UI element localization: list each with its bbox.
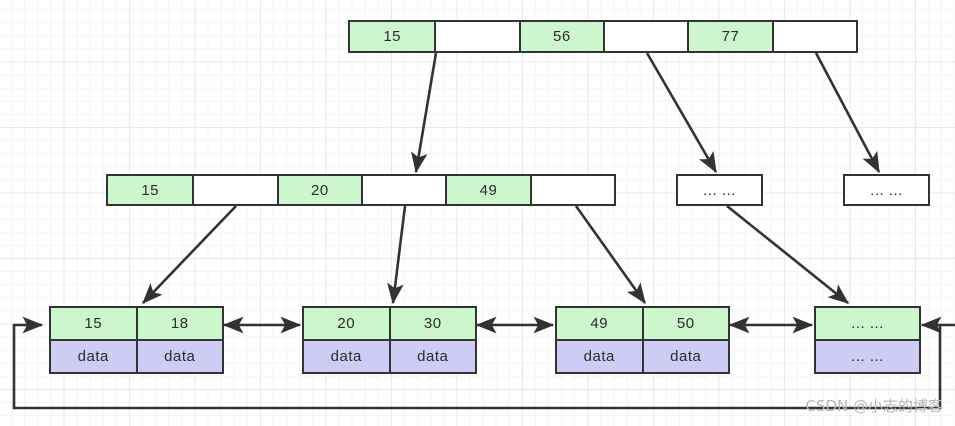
leaf-3-key-cell-1[interactable]: 50 [641,308,728,339]
leaf-3-key-row: 49 50 [557,308,728,339]
root-pointer-cell-0[interactable] [434,22,519,51]
internal-ellipsis-label-2: ... ... [845,176,928,204]
leaf-1-key-cell-0[interactable]: 15 [51,308,136,339]
link-root-to-ellipsis-2 [814,52,881,174]
leaf-2-key-cell-1[interactable]: 30 [388,308,475,339]
internal-pointer-cell-2[interactable] [529,176,615,204]
leaf-1-data-cell-0[interactable]: data [51,341,136,372]
internal-ellipsis-node-1[interactable]: ... ... [676,174,763,206]
leaf-3-data-cell-1[interactable]: data [641,341,728,372]
leaf-1-key-cell-1[interactable]: 18 [135,308,222,339]
root-pointer-cell-2[interactable] [771,22,857,51]
leaf-3-data-cell-0[interactable]: data [557,341,642,372]
root-pointer-cell-1[interactable] [603,22,688,51]
leaf-1-data-cell-1[interactable]: data [135,341,222,372]
internal-pointer-cell-0[interactable] [192,176,277,204]
leaf-node-1[interactable]: 15 18 data data [49,306,224,374]
internal-node[interactable]: 15 20 49 [106,174,616,206]
link-internal-to-leaf-1 [142,205,237,304]
leaf-2-key-cell-0[interactable]: 20 [304,308,389,339]
watermark: CSDN @小志的博客 [805,397,943,415]
internal-key-cell-1[interactable]: 20 [276,176,361,204]
leaf-2-data-cell-1[interactable]: data [388,341,475,372]
leaf-4-data-row: ... ... [816,339,919,372]
root-key-cell-1[interactable]: 56 [518,22,603,51]
root-key-cell-0[interactable]: 15 [350,22,435,51]
leaf-2-data-cell-0[interactable]: data [304,341,389,372]
internal-ellipsis-label-1: ... ... [678,176,761,204]
internal-pointer-cell-1[interactable] [361,176,446,204]
root-node[interactable]: 15 56 77 [348,20,858,53]
link-internal-to-leaf-2 [387,205,407,305]
leaf-3-key-cell-0[interactable]: 49 [557,308,642,339]
leaf-node-4[interactable]: ... ... ... ... [814,306,921,374]
link-root-to-ellipsis-1 [645,52,718,174]
leaf-2-data-row: data data [304,339,475,372]
link-root-to-internal [411,52,438,174]
internal-ellipsis-node-2[interactable]: ... ... [843,174,930,206]
leaf-1-data-row: data data [51,339,222,372]
leaf-4-key-row: ... ... [816,308,919,339]
internal-key-cell-0[interactable]: 15 [108,176,193,204]
leaf-node-3[interactable]: 49 50 data data [555,306,730,374]
root-key-cell-2[interactable]: 77 [687,22,772,51]
link-ellipsis-1-to-leaf-4 [726,204,850,305]
leaf-node-2[interactable]: 20 30 data data [302,306,477,374]
leaf-4-data-cell-0: ... ... [816,341,919,372]
internal-key-cell-2[interactable]: 49 [445,176,530,204]
leaf-2-key-row: 20 30 [304,308,475,339]
leaf-1-key-row: 15 18 [51,308,222,339]
link-internal-to-leaf-3 [574,205,647,305]
leaf-3-data-row: data data [557,339,728,372]
leaf-4-key-cell-0: ... ... [816,308,919,339]
